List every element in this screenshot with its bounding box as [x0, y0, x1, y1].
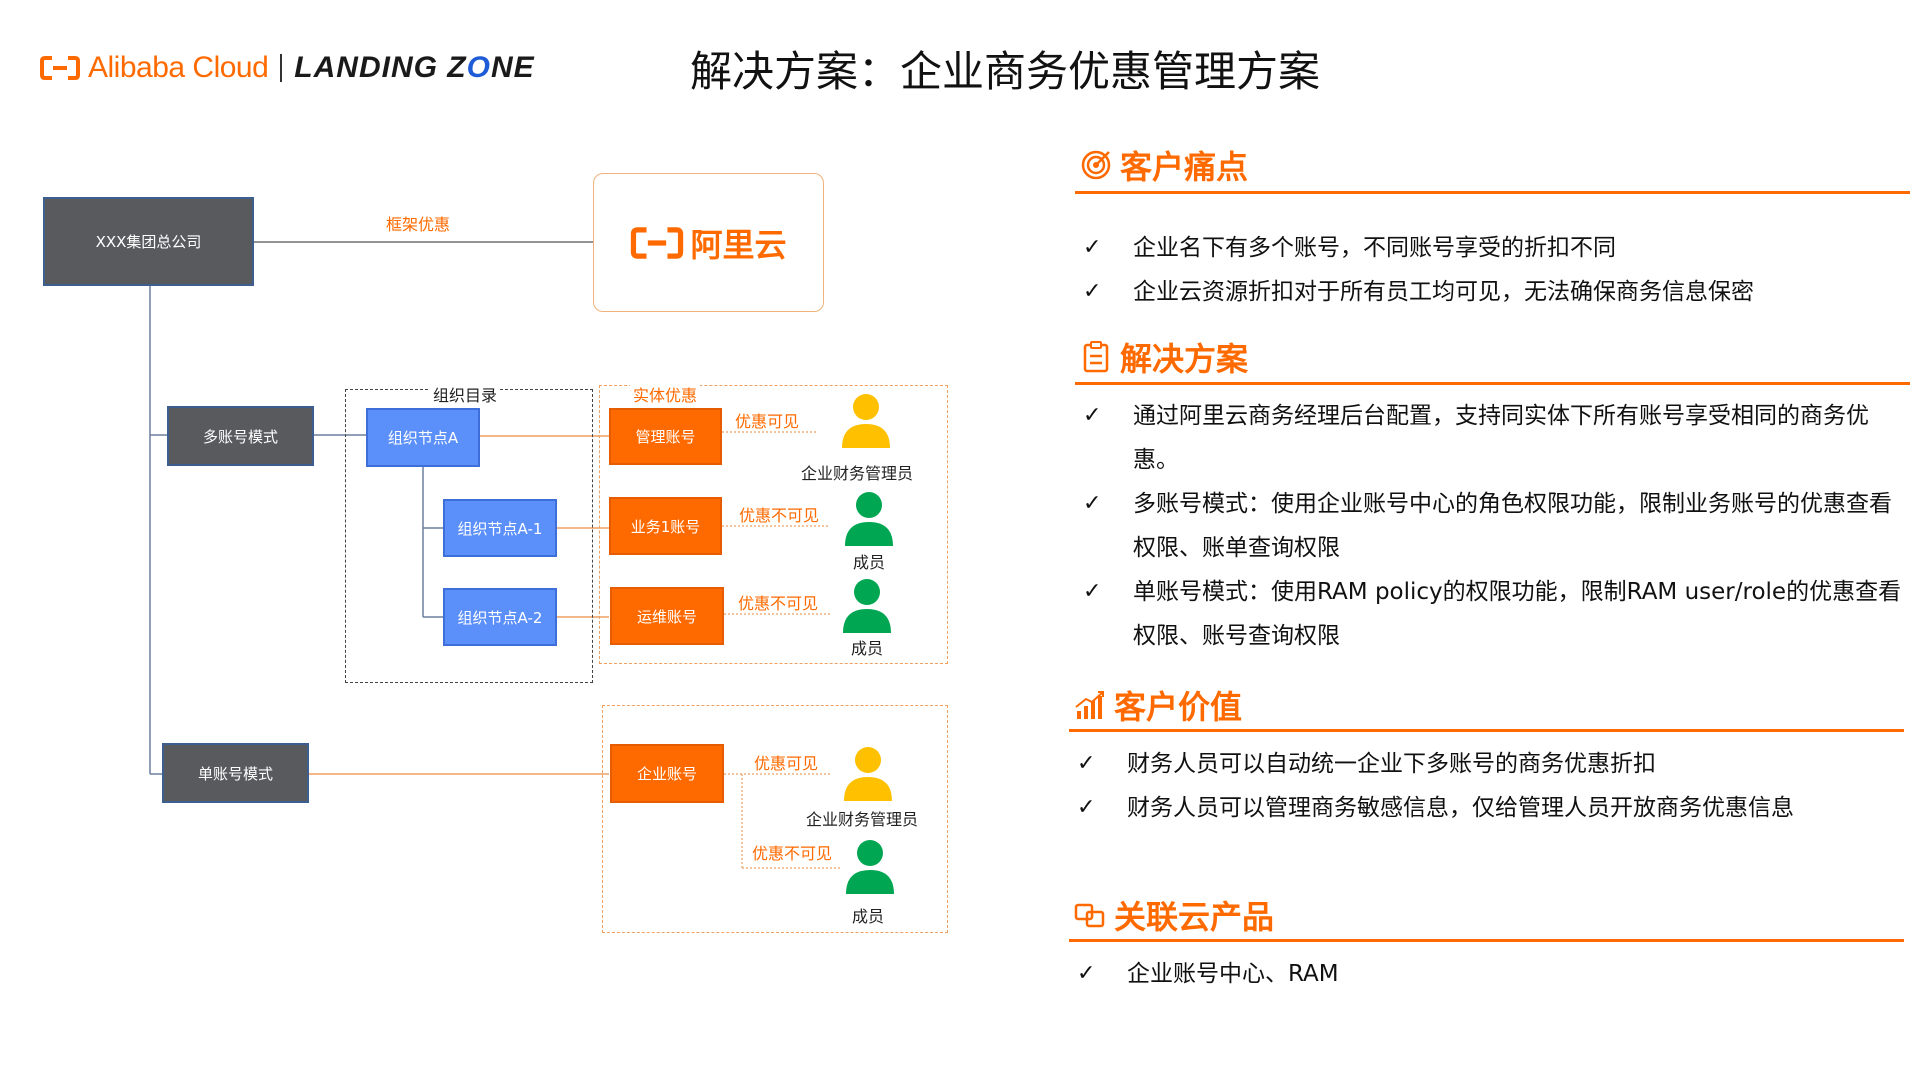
- brand-alibaba-cloud-text: Alibaba Cloud: [88, 51, 269, 84]
- check-icon: ✓: [1083, 403, 1102, 428]
- org-node-a1-box: 组织节点A-1: [443, 499, 557, 557]
- aliyun-logo-icon: [631, 226, 684, 259]
- solution-rule: [1075, 382, 1910, 385]
- check-icon: ✓: [1077, 751, 1096, 776]
- products-header: 关联云产品: [1074, 892, 1274, 938]
- ops-account-box: 运维账号: [610, 587, 724, 645]
- member-user-icon-single: [846, 840, 894, 894]
- member-user-icon-ops: [843, 579, 891, 633]
- single-account-group: [602, 705, 948, 933]
- solution-header: 解决方案: [1080, 334, 1248, 380]
- org-directory-label: 组织目录: [430, 382, 501, 406]
- check-icon: ✓: [1077, 961, 1096, 986]
- pain-points-list: ✓企业名下有多个账号，不同账号享受的折扣不同 ✓企业云资源折扣对于所有员工均可见…: [1083, 226, 1903, 314]
- list-item: ✓通过阿里云商务经理后台配置，支持同实体下所有账号享受相同的商务优惠。: [1083, 394, 1903, 482]
- brand-separator: [280, 54, 283, 82]
- entity-discount-group: [599, 385, 948, 664]
- growth-chart-icon: [1075, 691, 1104, 719]
- diagram-connectors: [149, 241, 842, 869]
- enterprise-account-box: 企业账号: [610, 744, 724, 803]
- products-title: 关联云产品: [1114, 898, 1275, 936]
- finance-admin-user-icon: [842, 394, 890, 448]
- biz1-account-box: 业务1账号: [609, 497, 722, 555]
- alibaba-cloud-logo-icon: [40, 56, 80, 80]
- visible-label-enterprise: 优惠可见: [754, 754, 819, 773]
- finance-admin-caption: 企业财务管理员: [801, 464, 914, 483]
- check-icon: ✓: [1083, 235, 1102, 260]
- member-caption-single: 成员: [852, 907, 885, 926]
- value-header: 客户价值: [1074, 682, 1242, 728]
- multi-account-mode-box: 多账号模式: [167, 406, 314, 466]
- target-icon: [1081, 150, 1111, 180]
- finance-admin-caption-single: 企业财务管理员: [806, 810, 919, 829]
- value-title: 客户价值: [1114, 688, 1243, 726]
- check-icon: ✓: [1083, 491, 1102, 516]
- brand-landing-zone-text: LANDING ZONE: [294, 51, 535, 84]
- products-rule: [1069, 939, 1904, 942]
- org-node-a-box: 组织节点A: [366, 408, 480, 467]
- list-item: ✓财务人员可以管理商务敏感信息，仅给管理人员开放商务优惠信息: [1077, 786, 1903, 830]
- brand-bar: Alibaba Cloud LANDING ZONE: [40, 48, 535, 88]
- framework-discount-label: 框架优惠: [386, 215, 451, 234]
- invisible-label-enterprise: 优惠不可见: [752, 844, 833, 863]
- list-item: ✓企业名下有多个账号，不同账号享受的折扣不同: [1083, 226, 1903, 270]
- check-icon: ✓: [1083, 579, 1102, 604]
- invisible-label-biz: 优惠不可见: [739, 506, 820, 525]
- clipboard-icon: [1083, 341, 1109, 373]
- aliyun-label: 阿里云: [690, 225, 787, 264]
- list-item: ✓财务人员可以自动统一企业下多账号的商务优惠折扣: [1077, 742, 1903, 786]
- invisible-label-ops: 优惠不可见: [738, 594, 819, 613]
- value-rule: [1069, 729, 1904, 732]
- member-caption-biz: 成员: [853, 553, 886, 572]
- check-icon: ✓: [1083, 279, 1102, 304]
- list-item: ✓企业账号中心、RAM: [1077, 952, 1903, 996]
- group-company-box: XXX集团总公司: [43, 197, 254, 286]
- single-account-mode-box: 单账号模式: [162, 743, 309, 803]
- value-list: ✓财务人员可以自动统一企业下多账号的商务优惠折扣 ✓财务人员可以管理商务敏感信息…: [1077, 742, 1903, 830]
- visible-label-mgmt: 优惠可见: [735, 412, 800, 431]
- list-item: ✓多账号模式：使用企业账号中心的角色权限功能，限制业务账号的优惠查看权限、账单查…: [1083, 482, 1903, 570]
- entity-discount-label: 实体优惠: [630, 382, 701, 406]
- member-caption-ops: 成员: [851, 639, 884, 658]
- aliyun-card: 阿里云: [593, 173, 824, 312]
- products-list: ✓企业账号中心、RAM: [1077, 952, 1903, 996]
- solution-list: ✓通过阿里云商务经理后台配置，支持同实体下所有账号享受相同的商务优惠。 ✓多账号…: [1083, 394, 1903, 658]
- org-node-a2-box: 组织节点A-2: [443, 588, 557, 646]
- check-icon: ✓: [1077, 795, 1096, 820]
- mgmt-account-box: 管理账号: [609, 408, 722, 465]
- list-item: ✓单账号模式：使用RAM policy的权限功能，限制RAM user/role…: [1083, 570, 1903, 658]
- page-title: 解决方案：企业商务优惠管理方案: [690, 47, 1321, 96]
- list-item: ✓企业云资源折扣对于所有员工均可见，无法确保商务信息保密: [1083, 270, 1903, 314]
- pain-points-title: 客户痛点: [1120, 148, 1249, 186]
- pain-points-header: 客户痛点: [1080, 142, 1248, 188]
- member-user-icon-biz: [845, 492, 893, 546]
- pain-points-rule: [1075, 191, 1910, 194]
- linked-squares-icon: [1074, 903, 1105, 928]
- solution-title: 解决方案: [1120, 340, 1249, 378]
- finance-admin-user-icon-single: [844, 747, 892, 801]
